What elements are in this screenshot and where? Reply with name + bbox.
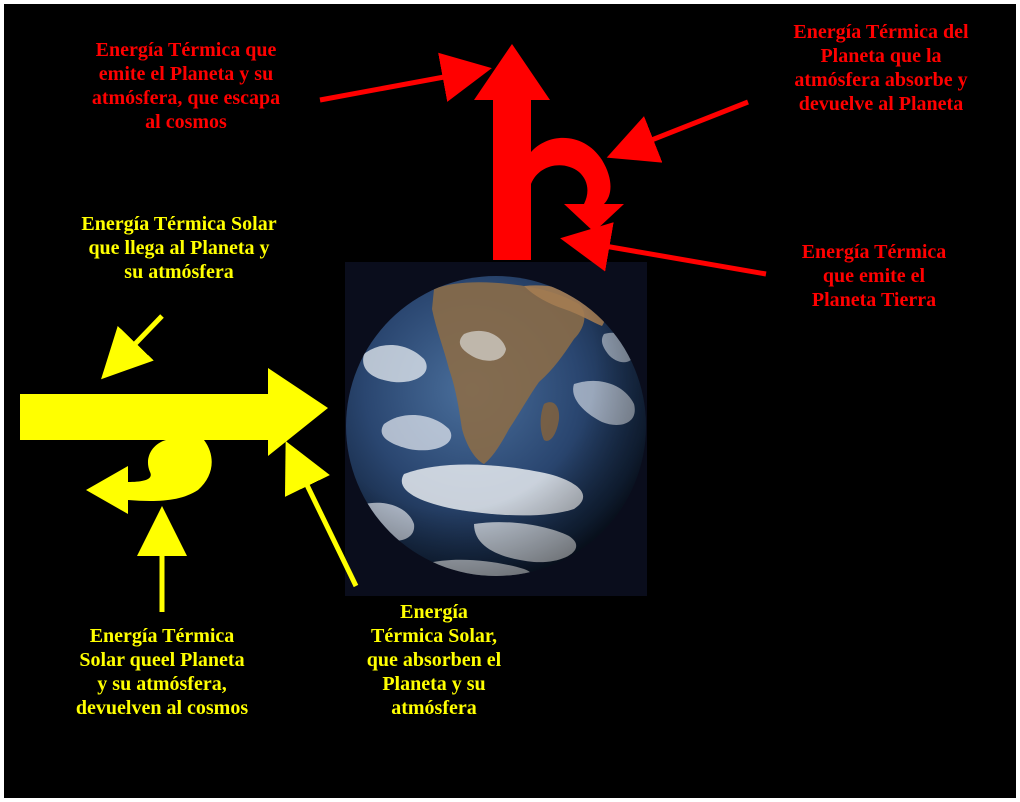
thermal-pointers <box>319 52 767 277</box>
thermal-arrow-shape <box>474 44 624 260</box>
solar-u-turn-arrow-icon <box>20 368 328 514</box>
pointer-emits-escapes <box>319 52 492 103</box>
diagram-slide: Energía Térmica que emite el Planeta y s… <box>4 4 1016 798</box>
pointer-solar-arrives <box>101 314 164 380</box>
label-solar-reflected: Energía Térmica Solar queel Planeta y su… <box>75 625 249 719</box>
earth-globe <box>346 276 646 576</box>
label-thermal-returned: Energía Térmica del Planeta que la atmós… <box>793 21 969 115</box>
thermal-u-turn-arrow-icon <box>474 44 624 260</box>
label-solar-arrives: Energía Térmica Solar que llega al Plane… <box>81 213 277 283</box>
pointer-solar-absorbed <box>284 441 359 588</box>
pointer-absorbed-returned <box>606 99 749 163</box>
diagram-canvas <box>20 44 767 612</box>
solar-arrow-shape <box>20 368 328 514</box>
pointer-earth-emits <box>560 222 767 277</box>
solar-pointers <box>101 314 359 612</box>
label-thermal-escapes: Energía Térmica que emite el Planeta y s… <box>91 39 281 133</box>
label-earth-emits: Energía Térmica que emite el Planeta Tie… <box>801 241 947 311</box>
label-solar-absorbed: Energía Térmica Solar, que absorben el P… <box>366 601 502 719</box>
earth-photo <box>345 262 647 596</box>
